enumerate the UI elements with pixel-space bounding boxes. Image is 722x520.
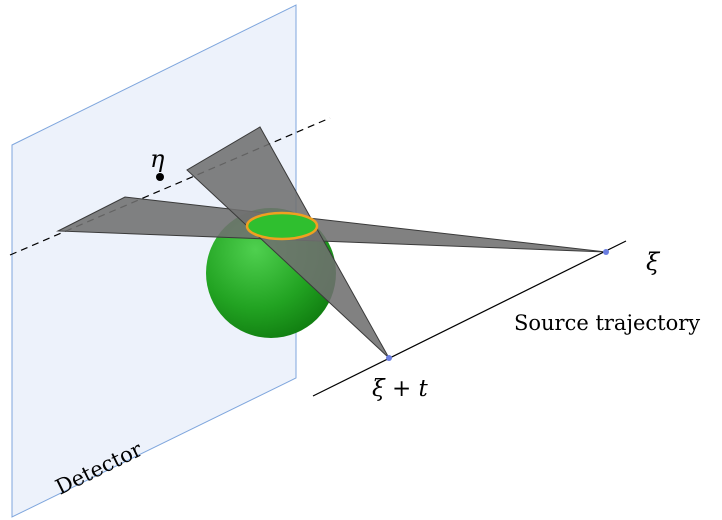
detector-dashed-line (9, 117, 331, 256)
source-trajectory-label: Source trajectory (514, 311, 700, 335)
source-point-xi (603, 249, 609, 255)
source-trajectory-line (312, 240, 627, 397)
xi-label: ξ (646, 248, 661, 276)
source-point-xi-plus-t (386, 355, 392, 361)
vertical-fan-beam (186, 126, 390, 359)
xi-plus-t-label: ξ + t (372, 376, 429, 402)
eta-point (156, 173, 164, 181)
eta-label: η (150, 145, 165, 173)
intersection-ellipse (245, 211, 319, 241)
horizontal-fan-beam (56, 196, 607, 253)
detector-plane (11, 4, 297, 518)
